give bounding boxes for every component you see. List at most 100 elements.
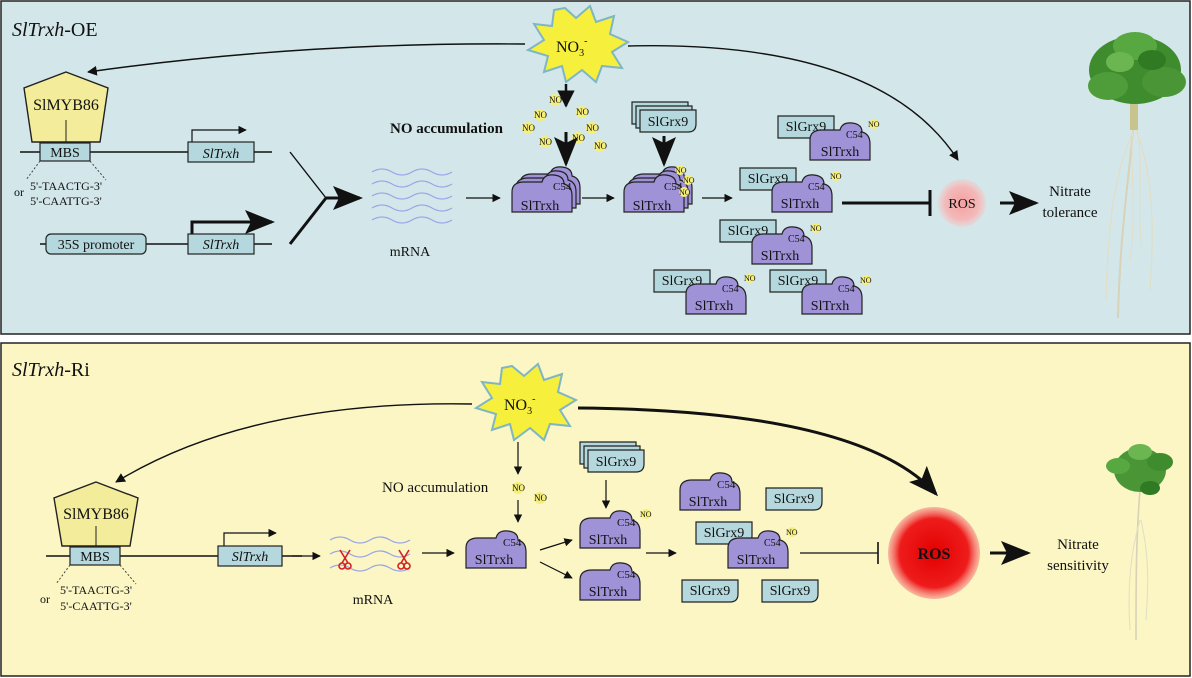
svg-text:NO: NO: [594, 141, 607, 151]
svg-text:NO: NO: [860, 276, 872, 285]
trxh-stack-2-oe: C54 SlTrxh NO NO NO: [623, 165, 695, 214]
svg-text:C54: C54: [722, 284, 739, 295]
nitrate-starburst-oe: NO3-: [525, 4, 631, 84]
seq1-ri: 5'-TAACTG-3': [60, 583, 132, 597]
svg-text:NO: NO: [549, 95, 562, 105]
gene-box-1-oe: [187, 141, 255, 163]
grx-free-3-ri: SlGrx9: [761, 579, 819, 603]
svg-text:NO: NO: [522, 123, 535, 133]
complex-b-oe: SlGrx9 C54 SlTrxh NO: [739, 167, 842, 213]
svg-text:C54: C54: [764, 538, 781, 549]
svg-text:NO: NO: [868, 120, 880, 129]
mrna-label-oe: mRNA: [390, 245, 431, 260]
svg-text:NO: NO: [534, 493, 547, 503]
grx-stack-label-oe: SlGrx9: [648, 115, 688, 130]
tomato-plant-large-oe: [1088, 32, 1186, 319]
or-oe: or: [14, 185, 24, 199]
svg-text:NO: NO: [640, 510, 652, 519]
mbs-label-ri: MBS: [80, 550, 110, 565]
svg-text:NO: NO: [586, 123, 599, 133]
tomato-plant-small-ri: [1106, 444, 1173, 641]
arrow-trxh-down-ri: [539, 561, 573, 579]
svg-text:SlTrxh: SlTrxh: [689, 495, 727, 510]
svg-text:C54: C54: [617, 517, 636, 529]
trxh-label-1-oe: SlTrxh: [521, 199, 559, 214]
trxh-stack-1-oe: C54 SlTrxh: [511, 166, 581, 214]
svg-text:SlTrxh: SlTrxh: [589, 585, 627, 600]
trxh-plain-ri: C54 SlTrxh: [579, 562, 641, 601]
panel-ri-title: SlTrxh-Ri: [12, 359, 90, 381]
svg-text:SlGrx9: SlGrx9: [704, 526, 744, 541]
panel-ri: SlTrxh-Ri NO3- SlMYB86 MBS 5'-TAACTG-3' …: [0, 342, 1191, 677]
svg-text:SlTrxh: SlTrxh: [633, 199, 671, 214]
svg-text:C54: C54: [788, 234, 805, 245]
svg-text:C54: C54: [838, 284, 855, 295]
svg-text:SlTrxh: SlTrxh: [821, 145, 859, 160]
panel-oe-title: SlTrxh-OE: [12, 19, 98, 41]
scissors-icon-2-ri: [397, 549, 411, 570]
gene-box-2-oe: [187, 233, 255, 255]
panel-oe: SlTrxh-OE NO3- SlMYB86 MBS 5'-TAACTG-3' …: [0, 0, 1191, 335]
gene-label-2-oe: SlTrxh: [203, 238, 240, 253]
mbs-box-ri: [69, 546, 121, 566]
trxh-single-ri: C54 SlTrxh: [465, 530, 527, 569]
svg-text:NO: NO: [679, 188, 691, 197]
ros-circle-oe: [938, 179, 986, 227]
seq1-oe: 5'-TAACTG-3': [30, 179, 102, 193]
outcome-line2-ri: sensitivity: [1047, 558, 1109, 574]
svg-text:C54: C54: [664, 181, 683, 193]
panel-ri-background: [0, 342, 1191, 677]
svg-text:NO: NO: [786, 528, 798, 537]
complex-d-oe: SlGrx9 C54 SlTrxh NO: [653, 269, 756, 315]
mrna-waves-ri: [329, 536, 411, 572]
arrow-trxh-up-ri: [539, 538, 573, 551]
svg-text:SlTrxh: SlTrxh: [811, 299, 849, 314]
complex-group-ri: C54 SlTrxh SlGrx9 SlGrx9 C54 SlTrxh NO S…: [679, 472, 823, 603]
svg-text:SlTrxh: SlTrxh: [475, 553, 513, 568]
promoter-arrow-1-oe: [191, 125, 247, 142]
svg-text:NO: NO: [675, 166, 687, 175]
svg-text:NO: NO: [534, 110, 547, 120]
ros-label-ri: ROS: [918, 546, 951, 563]
mrna-label-ri: mRNA: [353, 593, 394, 608]
arrow-nitrate-to-ros-oe: [627, 45, 959, 161]
svg-text:C54: C54: [808, 182, 825, 193]
nitrate-starburst-ri: NO3-: [473, 362, 579, 442]
trxh-no-ri: C54 SlTrxh NO: [579, 509, 652, 549]
grx-free-1-ri: SlGrx9: [765, 487, 823, 511]
seq2-ri: 5'-CAATTG-3': [60, 599, 132, 613]
seq2-oe: 5'-CAATTG-3': [30, 194, 102, 208]
svg-text:NO: NO: [683, 176, 695, 185]
c54-label-1-oe: C54: [553, 181, 572, 193]
svg-text:NO: NO: [539, 137, 552, 147]
complex-ri: SlGrx9 C54 SlTrxh NO: [695, 521, 798, 569]
myb-factor-ri: SlMYB86: [53, 481, 139, 547]
mrna-waves-oe: [371, 168, 453, 224]
outcome-line1-ri: Nitrate: [1057, 537, 1099, 553]
outcome-line1-oe: Nitrate: [1049, 184, 1091, 200]
complex-c-oe: SlGrx9 C54 SlTrxh NO: [719, 219, 822, 265]
arrow-nitrate-to-myb-oe: [87, 43, 526, 76]
svg-text:NO: NO: [810, 224, 822, 233]
mbs-label-oe: MBS: [50, 146, 80, 161]
ros-label-oe: ROS: [948, 197, 975, 212]
svg-text:SlTrxh: SlTrxh: [695, 299, 733, 314]
merge-line-2-oe: [288, 197, 328, 245]
svg-text:SlGrx9: SlGrx9: [596, 455, 636, 470]
complex-e-oe: SlGrx9 C54 SlTrxh NO: [769, 269, 872, 315]
gene-label-1-oe: SlTrxh: [203, 147, 240, 162]
mbs-box-oe: [39, 142, 91, 162]
svg-text:SlTrxh: SlTrxh: [761, 249, 799, 264]
arrow-nitrate-to-myb-ri: [115, 403, 473, 483]
or-ri: or: [40, 592, 50, 606]
grx-stack-oe: SlGrx9: [631, 101, 697, 133]
no-accumulation-label-oe: NO accumulation: [390, 121, 504, 137]
svg-text:NO: NO: [572, 133, 585, 143]
svg-text:NO: NO: [512, 483, 525, 493]
promoter-box-oe: [45, 233, 147, 255]
myb-factor-oe: SlMYB86: [23, 71, 109, 143]
gene-box-ri: [217, 545, 283, 567]
trxh-free-ri: C54 SlTrxh: [679, 472, 741, 511]
ros-circle-ri: [888, 507, 980, 599]
svg-text:C54: C54: [717, 479, 736, 491]
